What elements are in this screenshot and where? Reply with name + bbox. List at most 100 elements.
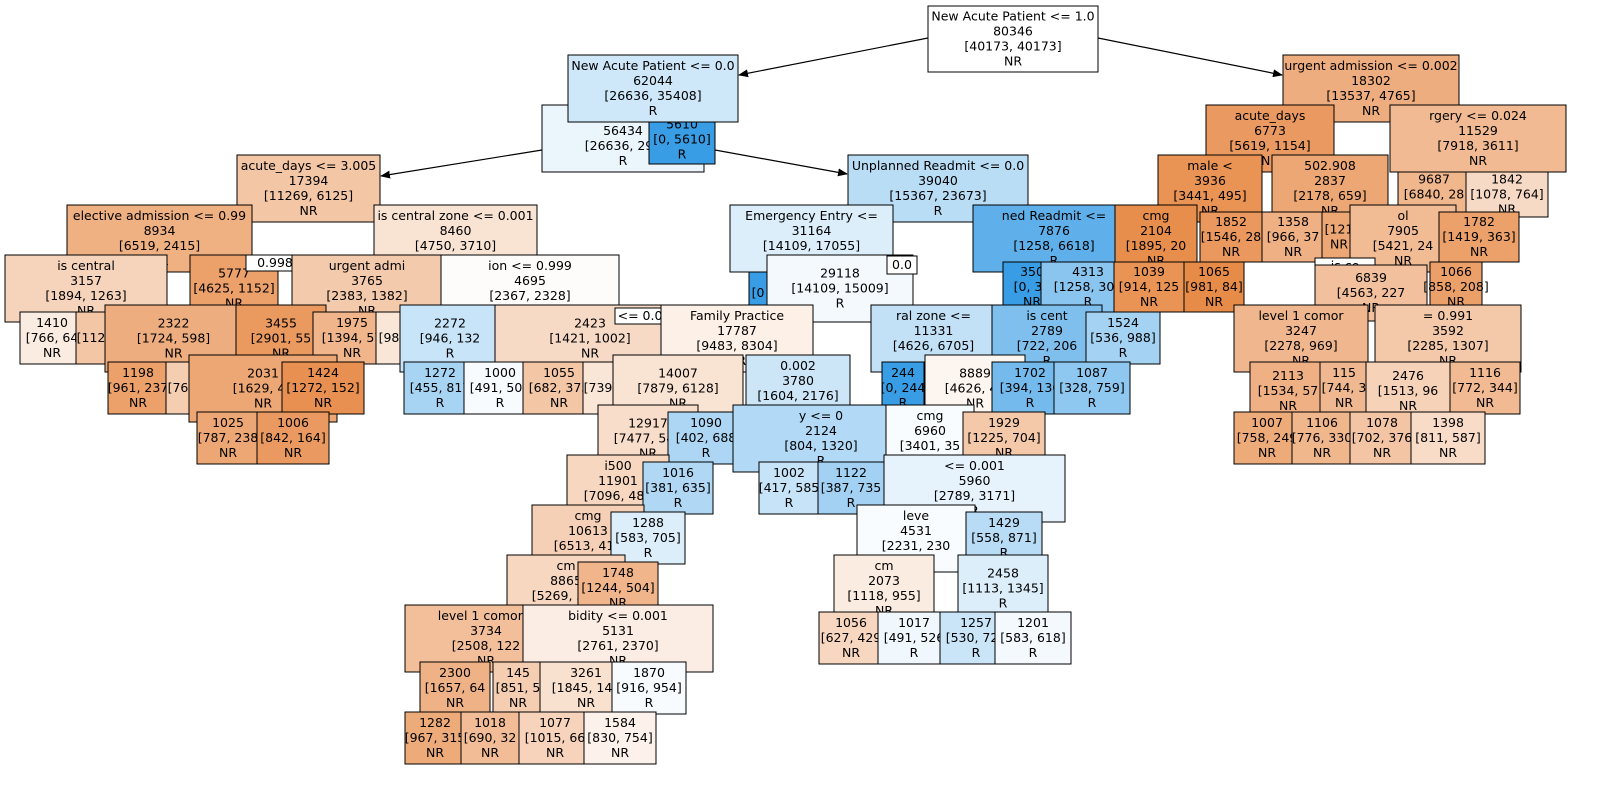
tree-node-line: New Acute Patient <= 1.0	[931, 9, 1094, 24]
tree-node-line: ral zone <=	[896, 308, 971, 323]
tree-node-line: [1845, 141	[552, 680, 621, 695]
tree-node-line: [2383, 1382]	[326, 288, 407, 303]
tree-node-n12: 1842[1078, 764]NR	[1465, 171, 1549, 218]
tree-node-line: [830, 754]	[587, 730, 652, 745]
tree-node-line: 1842	[1491, 172, 1523, 187]
tree-node-line: 1018	[474, 715, 506, 730]
tree-node-line: [967, 315	[405, 730, 466, 745]
tree-node-line: [6513, 410	[554, 538, 623, 553]
tree-node-line: ion <= 0.999	[488, 258, 572, 273]
tree-node-line: 1272	[424, 365, 456, 380]
tree-node-line: NR	[1362, 103, 1380, 118]
tree-node-line: [0, 244	[881, 380, 926, 395]
tree-node-line: [1894, 1263]	[45, 288, 126, 303]
tree-node-line: 1077	[539, 715, 571, 730]
tree-node-box	[1157, 154, 1263, 223]
tree-node-line: 1000	[484, 365, 516, 380]
tree-node-box	[648, 114, 716, 165]
tree-node-line: NR	[1476, 395, 1494, 410]
tree-node-line: [690, 32	[464, 730, 517, 745]
tree-node-box	[927, 5, 1099, 73]
tree-node-n103: 145[851, 5NR	[492, 661, 544, 715]
tree-node-line: 1056	[835, 615, 867, 630]
tree-node-line: [627, 429	[821, 630, 882, 645]
tree-node-line: 2031	[247, 366, 279, 381]
tree-node-n44: [98	[375, 311, 403, 365]
tree-node-line: [1724, 598]	[137, 331, 210, 346]
tree-node-line: [1118, 955]	[847, 588, 920, 603]
tree-node-line: R	[436, 395, 445, 410]
tree-node-line: bidity <= 0.001	[568, 608, 668, 623]
tree-node-line: NR	[509, 695, 527, 710]
tree-node-line: 4531	[900, 523, 932, 538]
tree-node-box	[1233, 304, 1369, 373]
tree-node-box	[886, 255, 918, 275]
tree-node-line: 2124	[805, 423, 837, 438]
tree-node-box	[419, 661, 491, 715]
tree-node-line: R	[1088, 395, 1097, 410]
tree-node-line: 1975	[336, 315, 368, 330]
tree-node-line: 1066	[1440, 264, 1472, 279]
tree-node-line: NR	[426, 745, 444, 760]
tree-edge-n3-n7	[380, 149, 543, 179]
tree-node-n34: 1065[981, 84]NR	[1183, 261, 1245, 313]
tree-node-box	[583, 711, 657, 765]
tree-node-line: [1113, 1345]	[962, 581, 1043, 596]
tree-node-line: 1198	[122, 365, 154, 380]
tree-node-line: [1225, 704]	[967, 430, 1040, 445]
tree-node-box	[165, 361, 191, 415]
tree-node-line: R	[999, 596, 1008, 611]
tree-node-line: cmg	[917, 408, 944, 423]
tree-node-line: NR	[1004, 54, 1022, 69]
tree-node-line: [2231, 230	[882, 538, 951, 553]
tree-node-line: Family Practice	[690, 308, 784, 323]
tree-node-line: 8934	[144, 223, 176, 238]
tree-node-line: 29118	[820, 266, 860, 281]
tree-node-line: [916, 954]	[616, 680, 681, 695]
tree-node-line: 1016	[662, 465, 694, 480]
tree-node-line: [2178, 659]	[1293, 188, 1366, 203]
tree-node-line: i500	[604, 458, 631, 473]
tree-node-line: NR	[546, 745, 564, 760]
tree-node-line: NR	[550, 395, 568, 410]
tree-node-box	[1113, 261, 1185, 313]
tree-node-n51: 1524[536, 988]R	[1085, 311, 1161, 365]
tree-node-line: [14109, 17055]	[763, 238, 860, 253]
tree-node-line: NR	[1313, 445, 1331, 460]
tree-node-line: R	[934, 203, 943, 218]
tree-node-line: is central	[57, 258, 115, 273]
tree-node-line: R	[972, 645, 981, 660]
tree-node-line: [583, 618]	[1000, 630, 1065, 645]
tree-node-line: 8460	[440, 223, 472, 238]
tree-node-line: [0, 5610]	[653, 132, 710, 147]
tree-node-line: 350	[1020, 264, 1044, 279]
tree-node-line: cmg	[575, 508, 602, 523]
tree-node-n30: 0.0	[886, 255, 918, 275]
tree-node-line: 1870	[633, 665, 665, 680]
tree-node-line: [1078, 764]	[1470, 187, 1543, 202]
tree-node-line: is cent	[1026, 308, 1067, 323]
tree-node-line: 5960	[959, 473, 991, 488]
tree-node-line: [1604, 2176]	[757, 388, 838, 403]
tree-node-line: [4563, 227	[1337, 285, 1406, 300]
tree-node-line: [1258, 305	[1054, 279, 1123, 294]
tree-node-line: R	[1000, 545, 1009, 560]
tree-node-line: 3765	[351, 273, 383, 288]
tree-node-line: [851, 5	[496, 680, 541, 695]
tree-node-n101: 1201[583, 618]R	[994, 611, 1072, 665]
tree-node-line: [722, 206	[1017, 338, 1078, 353]
tree-node-box	[19, 311, 85, 365]
tree-node-line: 3455	[265, 316, 297, 331]
tree-node-line: acute_days	[1235, 108, 1306, 123]
